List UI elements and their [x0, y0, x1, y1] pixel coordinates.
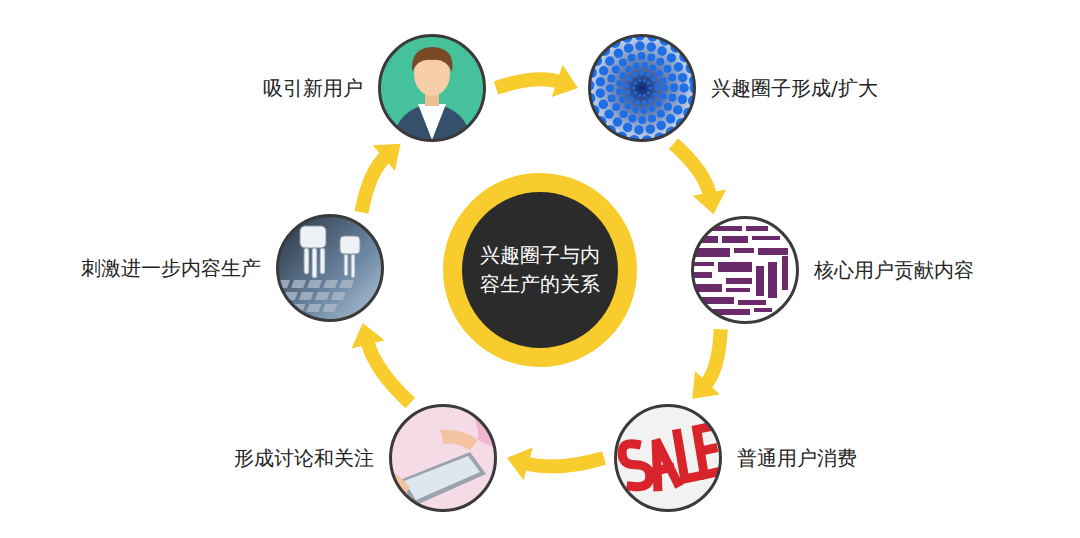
arrow-head [552, 65, 578, 97]
arrow-head [692, 371, 719, 399]
cycle-arrow [496, 65, 578, 97]
center-circle: 兴趣圈子与内容生产的关系 [443, 173, 637, 367]
stage-circle: 形成讨论和关注 [389, 404, 497, 512]
tablet-hands-illustration [380, 396, 505, 520]
cycle-arrow [352, 323, 411, 403]
arrow-shaft [367, 340, 410, 403]
arrow-head [352, 323, 385, 348]
stage-circle: 吸引新用户 [378, 34, 486, 142]
stage-label: 普通用户消费 [737, 446, 857, 470]
stage-label: 吸引新用户 [263, 76, 363, 100]
cycle-arrow [692, 329, 720, 399]
dot-tunnel-illustration [580, 26, 704, 150]
stage-label: 形成讨论和关注 [234, 446, 374, 470]
arrow-head [693, 190, 726, 215]
arrow-head [373, 144, 401, 171]
cycle-arrow [507, 448, 604, 481]
stage-label: 核心用户贡献内容 [814, 258, 974, 282]
arrow-shaft [524, 458, 604, 466]
robot-keyboard-illustration [258, 206, 392, 330]
person-illustration [370, 26, 494, 150]
stage-circle: 刺激进一步内容生产 [276, 214, 384, 322]
word-cloud-illustration [683, 208, 807, 332]
sale-sign-illustration [606, 396, 730, 520]
arrow-shaft [674, 144, 711, 197]
arrow-head [507, 448, 533, 481]
arrow-shaft [362, 155, 387, 212]
stage-circle: 核心用户贡献内容 [691, 216, 799, 324]
stage-label: 刺激进一步内容生产 [81, 256, 261, 280]
stage-label: 兴趣圈子形成/扩大 [711, 76, 878, 100]
cycle-arrow [362, 144, 401, 213]
stage-circle: 普通用户消费 [614, 404, 722, 512]
stage-circle: 兴趣圈子形成/扩大 [588, 34, 696, 142]
arrow-shaft [705, 329, 721, 385]
arrow-shaft [496, 79, 561, 88]
cycle-arrow [674, 144, 727, 215]
center-title: 兴趣圈子与内容生产的关系 [478, 241, 602, 299]
